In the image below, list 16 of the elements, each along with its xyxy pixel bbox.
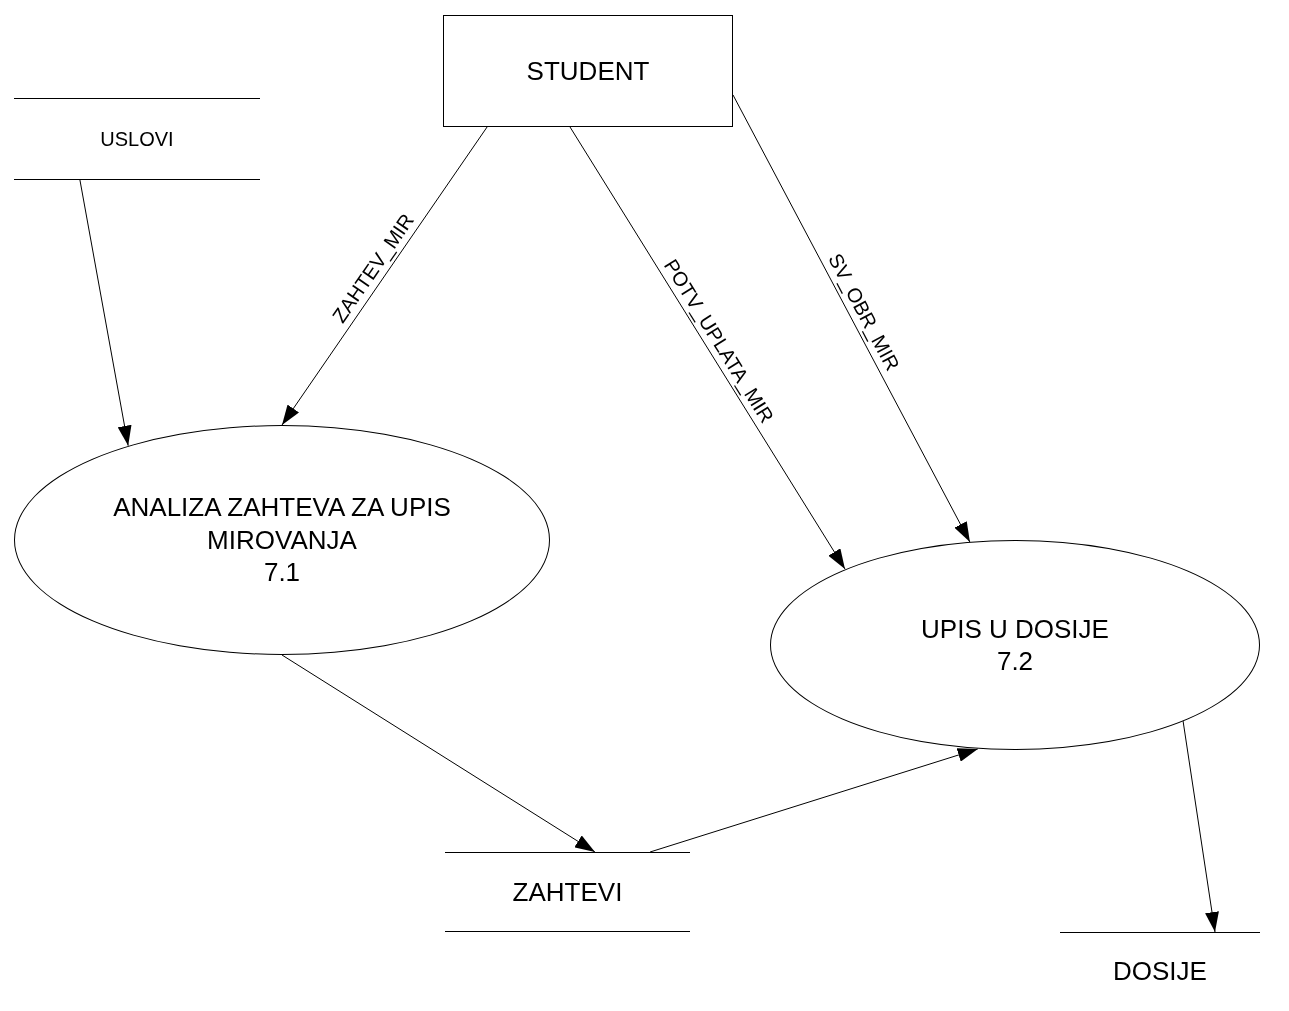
node-text: UPIS U DOSIJE	[921, 612, 1109, 645]
node-text: 7.2	[996, 645, 1034, 678]
data-store	[14, 98, 260, 180]
arrow	[281, 654, 596, 853]
arrow	[1182, 720, 1219, 933]
node-text: USLOVI	[100, 126, 174, 152]
arrow	[569, 126, 846, 570]
arrow	[281, 126, 488, 426]
data-store	[445, 852, 690, 932]
entity-box	[443, 15, 733, 127]
node-text: ANALIZA ZAHTEVA ZA UPIS MIROVANJA	[112, 491, 452, 557]
node-text: 7.1	[263, 556, 301, 589]
arrow	[79, 179, 132, 447]
node-text: ZAHTEVI	[512, 875, 623, 909]
node-text: DOSIJE	[1113, 955, 1207, 988]
node-text: STUDENT	[526, 54, 650, 88]
